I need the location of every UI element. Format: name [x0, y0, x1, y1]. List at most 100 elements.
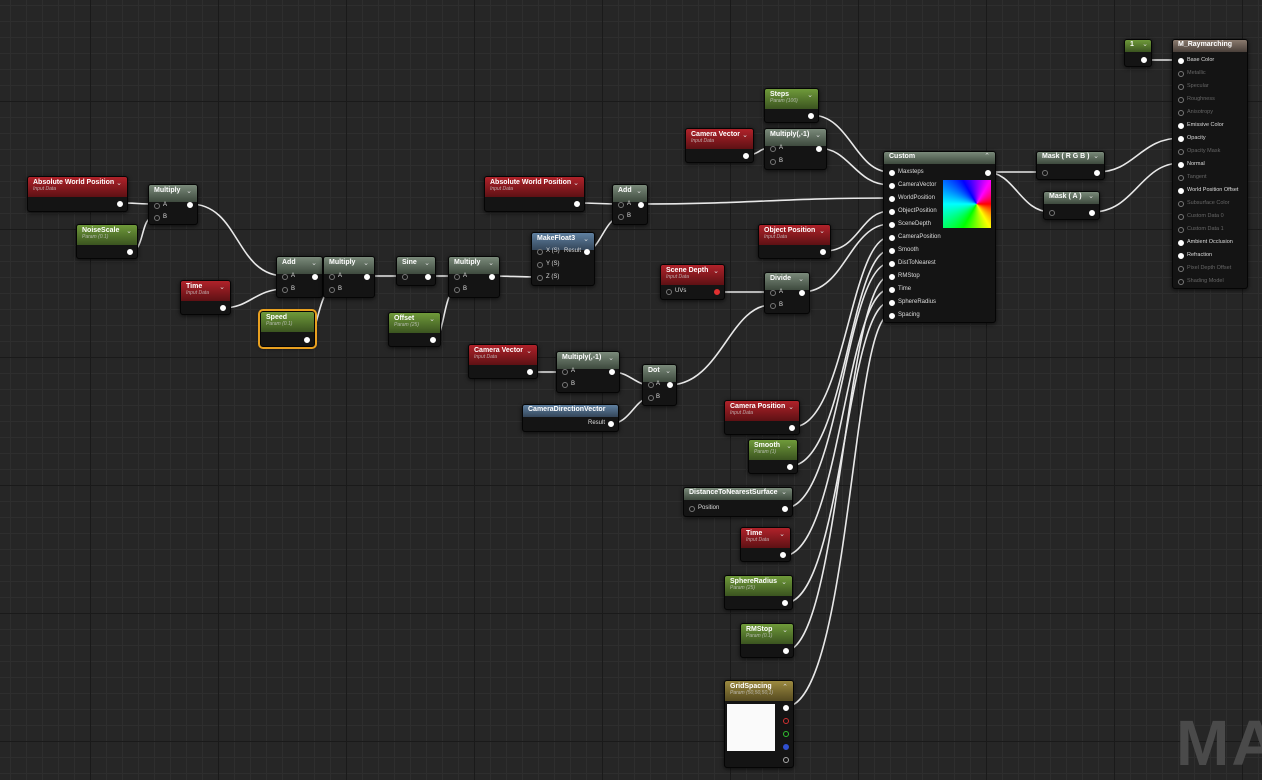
camera-vector-node[interactable]: Camera Vector Input Data ⌄ [468, 344, 538, 379]
chevron-down-icon[interactable]: ⌄ [1142, 41, 1148, 48]
multiply-node[interactable]: Multiply ⌄ A B [448, 256, 500, 298]
chevron-down-icon[interactable]: ⌄ [1088, 193, 1094, 200]
input-pin[interactable] [889, 313, 895, 319]
multiply-negate-node[interactable]: Multiply(,-1) ⌄ A B [556, 351, 620, 393]
time-node[interactable]: Time Input Data ⌄ [740, 527, 791, 562]
input-pin[interactable] [1178, 123, 1184, 129]
chevron-down-icon[interactable]: ⌄ [665, 368, 671, 375]
output-pin-rgba[interactable] [783, 705, 789, 711]
output-pin[interactable] [638, 202, 644, 208]
input-pin-b[interactable] [648, 395, 654, 401]
mask-rgb-node[interactable]: Mask ( R G B ) ⌄ [1036, 151, 1105, 180]
output-pin-a[interactable] [783, 757, 789, 763]
input-pin[interactable] [1178, 201, 1184, 207]
input-pin-y[interactable] [537, 262, 543, 268]
input-pin-a[interactable] [454, 274, 460, 280]
output-pin[interactable] [787, 464, 793, 470]
output-pin[interactable] [425, 274, 431, 280]
input-pin[interactable] [1178, 58, 1184, 64]
input-pin[interactable] [889, 300, 895, 306]
chevron-down-icon[interactable]: ⌄ [608, 355, 614, 362]
input-pin[interactable] [1178, 136, 1184, 142]
chevron-down-icon[interactable]: ⌄ [526, 348, 532, 355]
chevron-down-icon[interactable]: ⌄ [424, 260, 430, 267]
input-pin-b[interactable] [329, 287, 335, 293]
output-pin[interactable] [1089, 210, 1095, 216]
constant-node[interactable]: 1 ⌄ [1124, 39, 1152, 67]
chevron-down-icon[interactable]: ⌄ [488, 260, 494, 267]
camera-position-node[interactable]: Camera Position Input Data ⌄ [724, 400, 800, 435]
output-pin-b[interactable] [783, 744, 789, 750]
divide-node[interactable]: Divide ⌄ A B [764, 272, 810, 314]
chevron-up-icon[interactable]: ⌃ [782, 684, 788, 691]
input-pin-a[interactable] [770, 146, 776, 152]
chevron-down-icon[interactable]: ⌄ [819, 228, 825, 235]
output-pin[interactable] [127, 249, 133, 255]
input-pin-x[interactable] [537, 249, 543, 255]
input-pin[interactable] [1178, 253, 1184, 259]
input-pin[interactable] [1178, 240, 1184, 246]
output-pin[interactable] [985, 170, 991, 176]
input-pin-b[interactable] [454, 287, 460, 293]
input-pin-b[interactable] [562, 382, 568, 388]
input-pin-position[interactable] [689, 506, 695, 512]
input-pin[interactable] [1178, 266, 1184, 272]
sine-node[interactable]: Sine ⌄ [396, 256, 436, 286]
chevron-down-icon[interactable]: ⌄ [219, 284, 225, 291]
output-pin[interactable] [789, 425, 795, 431]
makefloat3-node[interactable]: MakeFloat3 ⌄ X (S) Y (S) Z (S) Result [531, 232, 595, 286]
input-pin[interactable] [889, 235, 895, 241]
output-pin[interactable] [783, 648, 789, 654]
input-pin[interactable] [889, 274, 895, 280]
output-pin[interactable] [489, 274, 495, 280]
chevron-down-icon[interactable]: ⌄ [781, 489, 787, 496]
noisescale-param-node[interactable]: NoiseScale Param (0.1) ⌄ [76, 224, 138, 259]
input-pin[interactable] [1042, 170, 1048, 176]
input-pin[interactable] [889, 170, 895, 176]
add-node[interactable]: Add ⌄ A B [276, 256, 323, 298]
input-pin-b[interactable] [154, 215, 160, 221]
input-pin-a[interactable] [770, 290, 776, 296]
scene-depth-node[interactable]: Scene Depth Input Data ⌄ UVs [660, 264, 725, 300]
output-pin[interactable] [743, 153, 749, 159]
input-pin[interactable] [1178, 71, 1184, 77]
input-pin-b[interactable] [618, 214, 624, 220]
output-pin[interactable] [820, 249, 826, 255]
chevron-down-icon[interactable]: ⌄ [798, 276, 804, 283]
input-pin-b[interactable] [282, 287, 288, 293]
chevron-down-icon[interactable]: ⌄ [781, 579, 787, 586]
output-pin[interactable] [187, 202, 193, 208]
mask-a-node[interactable]: Mask ( A ) ⌄ [1043, 191, 1100, 220]
chevron-down-icon[interactable]: ⌄ [788, 404, 794, 411]
speed-param-node[interactable]: Speed Param (0.1) [258, 309, 317, 349]
multiply-node[interactable]: Multiply ⌄ A B [148, 184, 198, 225]
offset-param-node[interactable]: Offset Param (25) ⌄ [388, 312, 441, 347]
chevron-down-icon[interactable]: ⌄ [116, 180, 122, 187]
chevron-down-icon[interactable]: ⌄ [779, 531, 785, 538]
chevron-down-icon[interactable]: ⌄ [636, 188, 642, 195]
output-pin[interactable] [780, 552, 786, 558]
input-pin[interactable] [889, 196, 895, 202]
input-pin[interactable] [1178, 149, 1184, 155]
output-pin[interactable] [527, 369, 533, 375]
input-pin[interactable] [889, 287, 895, 293]
input-pin[interactable] [889, 261, 895, 267]
input-pin[interactable] [1049, 210, 1055, 216]
input-pin[interactable] [1178, 175, 1184, 181]
chevron-down-icon[interactable]: ⌄ [363, 260, 369, 267]
input-pin-a[interactable] [329, 274, 335, 280]
output-pin[interactable] [816, 146, 822, 152]
chevron-down-icon[interactable]: ⌄ [713, 268, 719, 275]
input-pin[interactable] [889, 222, 895, 228]
input-pin-b[interactable] [770, 159, 776, 165]
absolute-world-position-node[interactable]: Absolute World Position Input Data ⌄ [484, 176, 585, 212]
sphere-radius-param-node[interactable]: SphereRadius Param (25) ⌄ [724, 575, 793, 610]
output-pin-g[interactable] [783, 731, 789, 737]
output-pin[interactable] [117, 201, 123, 207]
chevron-down-icon[interactable]: ⌄ [1093, 153, 1099, 160]
chevron-down-icon[interactable]: ⌄ [126, 228, 132, 235]
input-pin-a[interactable] [562, 369, 568, 375]
output-pin[interactable] [1141, 57, 1147, 63]
